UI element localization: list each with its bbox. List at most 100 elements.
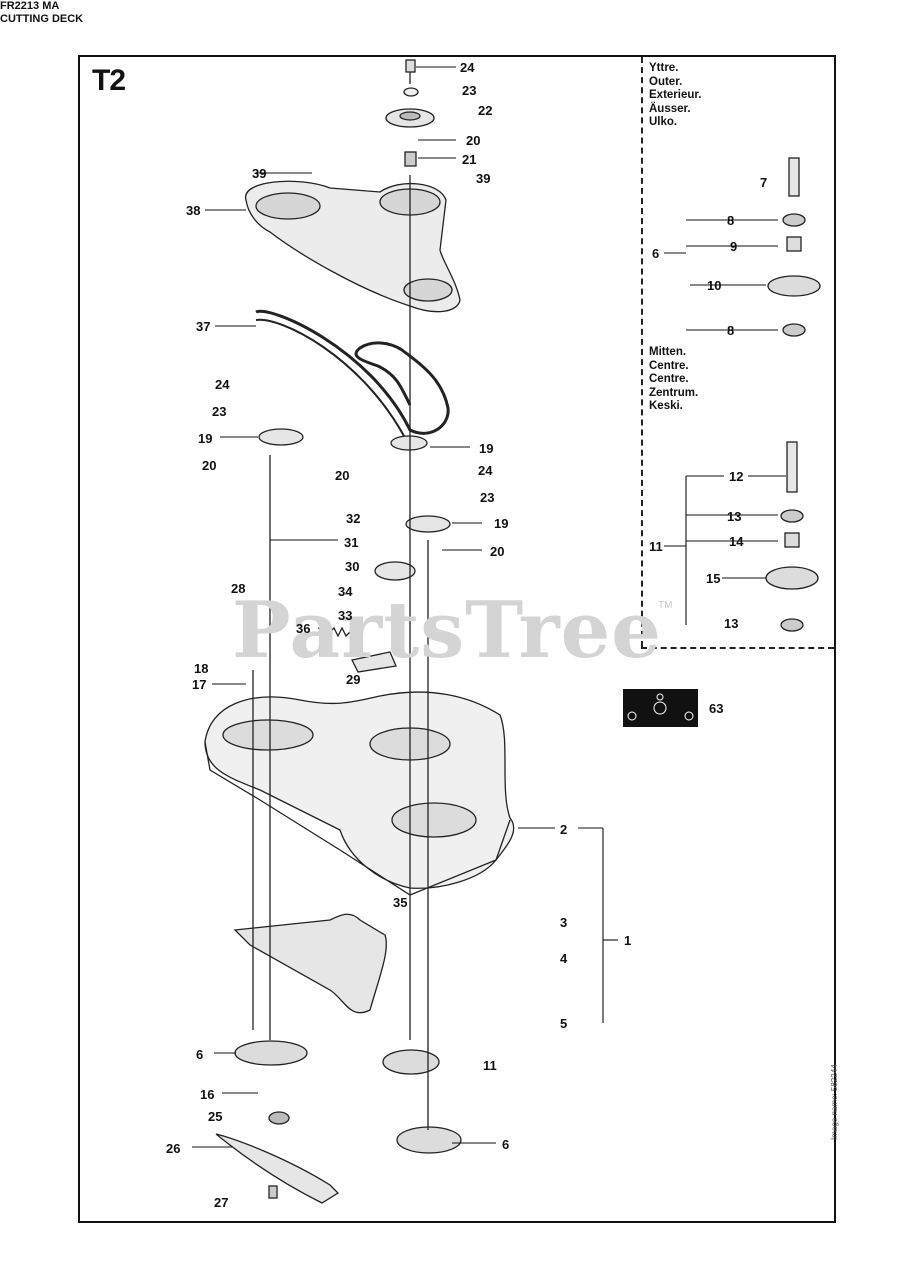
outer-variant-label: Yttre. Outer. Exterieur. Äusser. Ulko. [649, 62, 701, 130]
section-code: T2 [92, 64, 126, 97]
callout-5: 5 [560, 1016, 568, 1031]
model-title: FR2213 MA CUTTING DECK [0, 0, 914, 26]
tension-spring [317, 626, 351, 638]
idler-pulley [374, 561, 416, 581]
callout-17: 17 [192, 677, 207, 692]
callout-20: 20 [466, 133, 481, 148]
callout-24: 24 [478, 463, 493, 478]
top-spacer [404, 151, 417, 167]
callout-35: 35 [393, 895, 408, 910]
decal-63 [623, 689, 698, 727]
middle-spindle-detail [765, 441, 819, 632]
callout-20: 20 [335, 468, 350, 483]
left-spindle-housing [234, 1040, 308, 1066]
middle-variant-label: Mitten. Centre. Centre. Zentrum. Keski. [649, 346, 698, 414]
callout-11: 11 [483, 1058, 497, 1073]
callout-36: 36 [296, 621, 311, 636]
callout-26: 26 [166, 1141, 181, 1156]
middle-label-fi: Keski. [649, 400, 683, 412]
callout-23: 23 [462, 83, 477, 98]
callout-27: 27 [214, 1195, 229, 1210]
callout-31: 31 [344, 535, 359, 550]
right-pulley [405, 515, 451, 533]
diagram-frame [78, 55, 836, 1223]
top-pulley [385, 108, 435, 128]
callout-33: 33 [338, 608, 353, 623]
idler-bracket [351, 651, 397, 673]
callout-20: 20 [490, 544, 505, 559]
callout-24: 24 [460, 60, 475, 75]
image-number: Image name: 582244 [830, 1064, 839, 1140]
right-spindle-housing [396, 1126, 462, 1154]
outer-label-fi: Ulko. [649, 116, 678, 128]
callout-23: 23 [212, 404, 227, 419]
drive-belt [255, 309, 450, 435]
callout-28: 28 [231, 581, 246, 596]
callout-18: 18 [194, 661, 209, 676]
callout-30: 30 [345, 559, 360, 574]
callout-39: 39 [252, 166, 267, 181]
callout-38: 38 [186, 203, 201, 218]
callout-25: 25 [208, 1109, 223, 1124]
middle-spindle-housing [382, 1049, 440, 1075]
callout-29: 29 [346, 672, 361, 687]
outer-label-de: Äusser. [649, 102, 691, 115]
outer-label-fr: Exterieur. [649, 89, 702, 101]
callout-15: 15 [706, 571, 721, 586]
trademark-symbol: TM [658, 600, 673, 611]
callout-7: 7 [760, 175, 768, 190]
outer-label-sv: Yttre. [649, 62, 679, 74]
callout-12: 12 [729, 469, 744, 484]
callout-19: 19 [494, 516, 509, 531]
callout-21: 21 [462, 152, 477, 167]
callout-8: 8 [727, 323, 735, 338]
callout-24: 24 [215, 377, 230, 392]
callout-6: 6 [502, 1137, 510, 1152]
callout-14: 14 [729, 534, 744, 549]
callout-22: 22 [478, 103, 493, 118]
callout-63: 63 [709, 701, 724, 716]
blade-bolt [268, 1185, 278, 1199]
top-washer [403, 87, 419, 97]
left-pulley [258, 428, 304, 446]
middle-label-fr: Centre. [649, 373, 689, 385]
blade-bearing [268, 1111, 290, 1125]
callout-11: 11 [649, 539, 663, 554]
top-bolt [405, 59, 416, 84]
partstree-watermark: PartsTree [232, 585, 662, 676]
callout-19: 19 [198, 431, 213, 446]
callout-8: 8 [727, 213, 735, 228]
callout-32: 32 [346, 511, 361, 526]
callout-13: 13 [727, 509, 742, 524]
callout-13: 13 [724, 616, 739, 631]
callout-23: 23 [480, 490, 495, 505]
deck-baffle [233, 913, 387, 1014]
callout-19: 19 [479, 441, 494, 456]
outer-label-en: Outer. [649, 75, 683, 88]
callout-10: 10 [707, 278, 722, 293]
callout-9: 9 [730, 239, 738, 254]
leader-lines [192, 66, 786, 1148]
middle-label-en: Centre. [649, 359, 689, 372]
center-pulley [390, 435, 428, 451]
middle-label-de: Zentrum. [649, 386, 699, 399]
callout-6: 6 [652, 246, 660, 261]
callout-6: 6 [196, 1047, 204, 1062]
callout-3: 3 [560, 915, 568, 930]
variant-divider-horizontal [641, 647, 834, 649]
middle-label-sv: Mitten. [649, 346, 687, 358]
callout-1: 1 [624, 933, 632, 948]
callout-34: 34 [338, 584, 353, 599]
variant-divider-vertical [641, 57, 643, 647]
model-number: FR2213 MA [0, 0, 60, 12]
assembly-name: CUTTING DECK [0, 13, 84, 25]
outer-spindle-detail [767, 157, 821, 337]
callout-4: 4 [560, 951, 568, 966]
callout-16: 16 [200, 1087, 215, 1102]
callout-2: 2 [560, 822, 568, 837]
callout-20: 20 [202, 458, 217, 473]
callout-39: 39 [476, 171, 491, 186]
cutter-blade [215, 1133, 340, 1204]
callout-37: 37 [196, 319, 211, 334]
